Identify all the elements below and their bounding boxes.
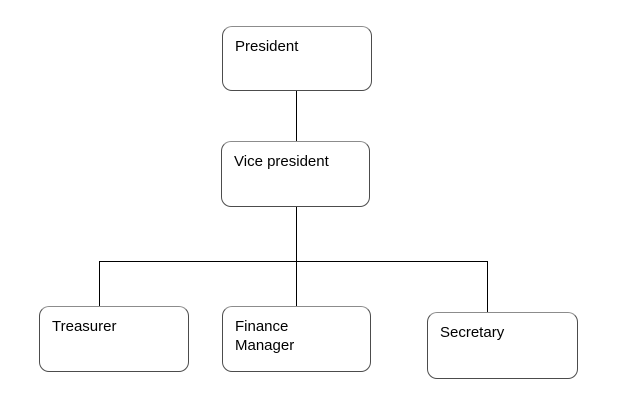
edge-horizontal-bus	[99, 261, 488, 262]
node-vice-president-label: Vice president	[234, 153, 329, 170]
edge-vice-president-stem	[296, 207, 297, 261]
node-vice-president: Vice president	[221, 141, 370, 207]
node-treasurer: Treasurer	[39, 306, 189, 372]
node-secretary-label: Secretary	[440, 324, 505, 341]
edge-bus-to-finance-manager	[296, 261, 297, 306]
node-president-label: President	[235, 38, 299, 55]
node-treasurer-label: Treasurer	[52, 318, 117, 335]
edge-bus-to-treasurer	[99, 261, 100, 306]
edge-president-to-vice-president	[296, 91, 297, 141]
node-president: President	[222, 26, 372, 91]
edge-bus-to-secretary	[487, 261, 488, 312]
node-secretary: Secretary	[427, 312, 578, 379]
node-finance-manager: Finance Manager	[222, 306, 371, 372]
node-finance-manager-label: Finance Manager	[235, 318, 295, 354]
